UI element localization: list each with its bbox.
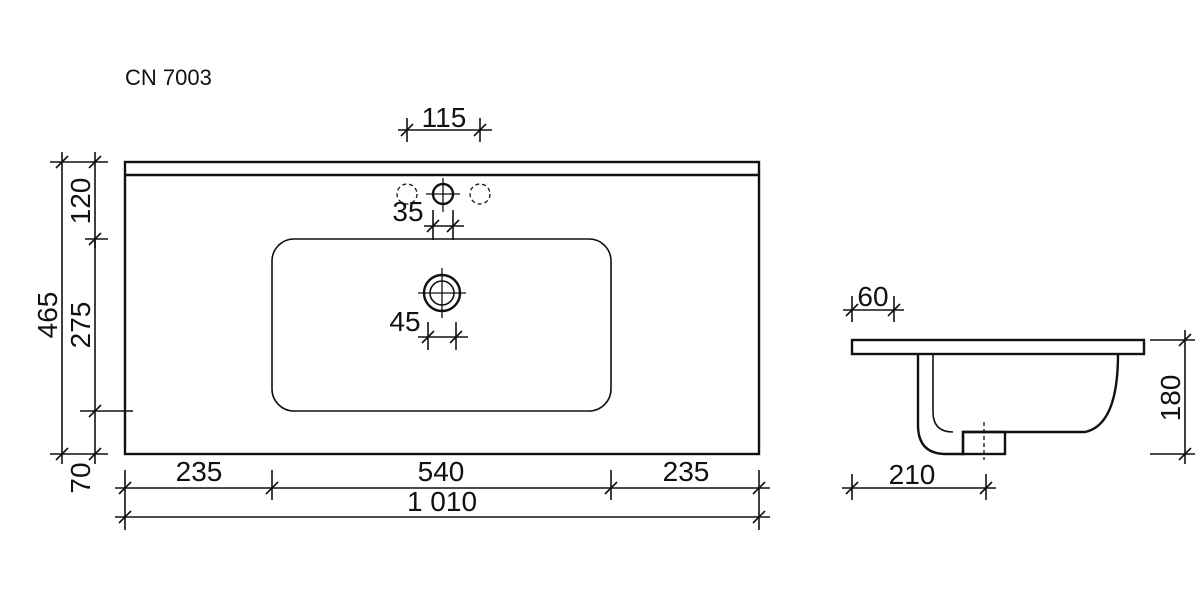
optional-tap-hole-right bbox=[469, 183, 491, 205]
dim-drain-hole: 45 bbox=[389, 306, 468, 350]
top-view: 115 35 45 465 bbox=[32, 102, 770, 530]
dim-label-35: 35 bbox=[392, 196, 423, 227]
tap-holes bbox=[396, 178, 491, 212]
dim-bowl-depth: 275 70 bbox=[65, 239, 133, 494]
dim-label-540: 540 bbox=[418, 456, 465, 487]
drain bbox=[418, 268, 466, 318]
dim-label-235-left: 235 bbox=[176, 456, 223, 487]
dim-lip: 60 bbox=[843, 281, 904, 322]
dim-label-70: 70 bbox=[65, 462, 96, 493]
countertop-outline bbox=[123, 160, 761, 456]
dim-label-45: 45 bbox=[389, 306, 420, 337]
dim-label-180: 180 bbox=[1155, 375, 1186, 422]
dim-back-to-bowl: 120 bbox=[65, 152, 108, 248]
dim-total-width: 1 010 bbox=[115, 486, 770, 524]
dim-label-115: 115 bbox=[422, 102, 467, 133]
optional-tap-hole-left bbox=[396, 183, 418, 205]
side-bowl-inner bbox=[932, 354, 954, 433]
dim-bowl-reach: 210 bbox=[842, 459, 996, 500]
dim-label-235-right: 235 bbox=[663, 456, 710, 487]
dim-label-1010: 1 010 bbox=[407, 486, 477, 517]
dim-tap-hole: 35 bbox=[392, 196, 464, 240]
dim-label-120: 120 bbox=[65, 178, 96, 225]
dim-tap-spacing: 115 bbox=[398, 102, 492, 142]
bowl-outline bbox=[271, 238, 612, 412]
dim-label-60: 60 bbox=[857, 281, 888, 312]
dim-total-depth: 465 bbox=[32, 152, 108, 464]
dim-label-465: 465 bbox=[32, 292, 63, 339]
side-countertop bbox=[850, 338, 1146, 356]
model-label: CN 7003 bbox=[125, 65, 212, 90]
dim-label-275: 275 bbox=[65, 302, 96, 349]
dim-label-210: 210 bbox=[889, 459, 936, 490]
side-view: 60 180 210 bbox=[842, 281, 1195, 500]
dim-widths: 235 540 235 bbox=[115, 456, 770, 530]
side-bowl-outer bbox=[916, 353, 1120, 456]
dim-height: 180 bbox=[1150, 330, 1195, 464]
